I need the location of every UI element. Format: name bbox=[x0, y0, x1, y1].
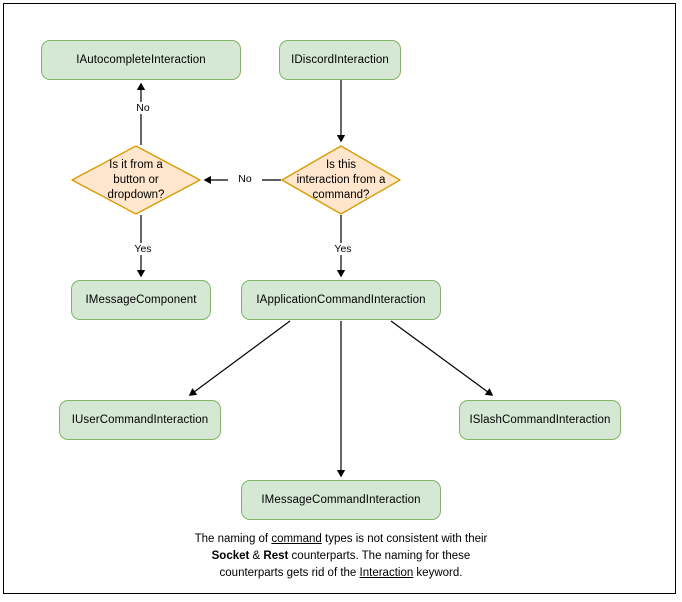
caption-underline-interaction: Interaction bbox=[359, 567, 414, 579]
caption-bold-rest: Rest bbox=[263, 550, 289, 562]
caption-text: The naming of bbox=[194, 533, 272, 545]
node-label: Is it from a button or dropdown? bbox=[107, 158, 165, 201]
edge-label-button-yes: Yes bbox=[125, 243, 161, 255]
node-label: IMessageCommandInteraction bbox=[261, 494, 421, 506]
edge-label-autocomplete-no: No bbox=[126, 102, 160, 114]
diamond-shape bbox=[281, 145, 401, 215]
caption-text: counterparts. The naming for these bbox=[288, 550, 471, 562]
node-user-command-interaction[interactable]: IUserCommandInteraction bbox=[59, 400, 221, 440]
caption-bold-socket: Socket bbox=[211, 550, 250, 562]
node-decision-from-command[interactable]: Is this interaction from a command? bbox=[281, 145, 401, 215]
node-label: IApplicationCommandInteraction bbox=[256, 294, 426, 306]
node-decision-button-or-dropdown[interactable]: Is it from a button or dropdown? bbox=[71, 145, 201, 215]
caption-text: counterparts gets rid of the bbox=[219, 567, 360, 579]
edge-label-command-no: No bbox=[228, 173, 262, 185]
node-label: IDiscordInteraction bbox=[291, 54, 389, 66]
node-label: IAutocompleteInteraction bbox=[76, 54, 206, 66]
caption-text: types is not consistent with their bbox=[321, 533, 488, 545]
node-autocomplete-interaction[interactable]: IAutocompleteInteraction bbox=[41, 40, 241, 80]
edge-label-command-yes: Yes bbox=[325, 243, 361, 255]
caption-line-3: counterparts gets rid of the Interaction… bbox=[220, 567, 463, 579]
diamond-shape bbox=[71, 145, 201, 215]
node-label: IUserCommandInteraction bbox=[71, 414, 209, 426]
node-application-command-interaction[interactable]: IApplicationCommandInteraction bbox=[241, 280, 441, 320]
node-discord-interaction[interactable]: IDiscordInteraction bbox=[279, 40, 401, 80]
caption-text: keyword. bbox=[413, 567, 463, 579]
node-message-command-interaction[interactable]: IMessageCommandInteraction bbox=[241, 480, 441, 520]
caption-line-1: The naming of command types is not consi… bbox=[195, 533, 488, 545]
node-slash-command-interaction[interactable]: ISlashCommandInteraction bbox=[459, 400, 621, 440]
diagram-caption: The naming of command types is not consi… bbox=[131, 531, 551, 582]
node-label: Is this interaction from a command? bbox=[296, 158, 386, 201]
node-label: ISlashCommandInteraction bbox=[469, 414, 611, 426]
node-label: IMessageComponent bbox=[85, 294, 197, 306]
node-message-component[interactable]: IMessageComponent bbox=[71, 280, 211, 320]
caption-underline-command: command bbox=[271, 533, 322, 545]
caption-line-2: Socket & Rest counterparts. The naming f… bbox=[212, 550, 471, 562]
caption-text: & bbox=[249, 550, 264, 562]
